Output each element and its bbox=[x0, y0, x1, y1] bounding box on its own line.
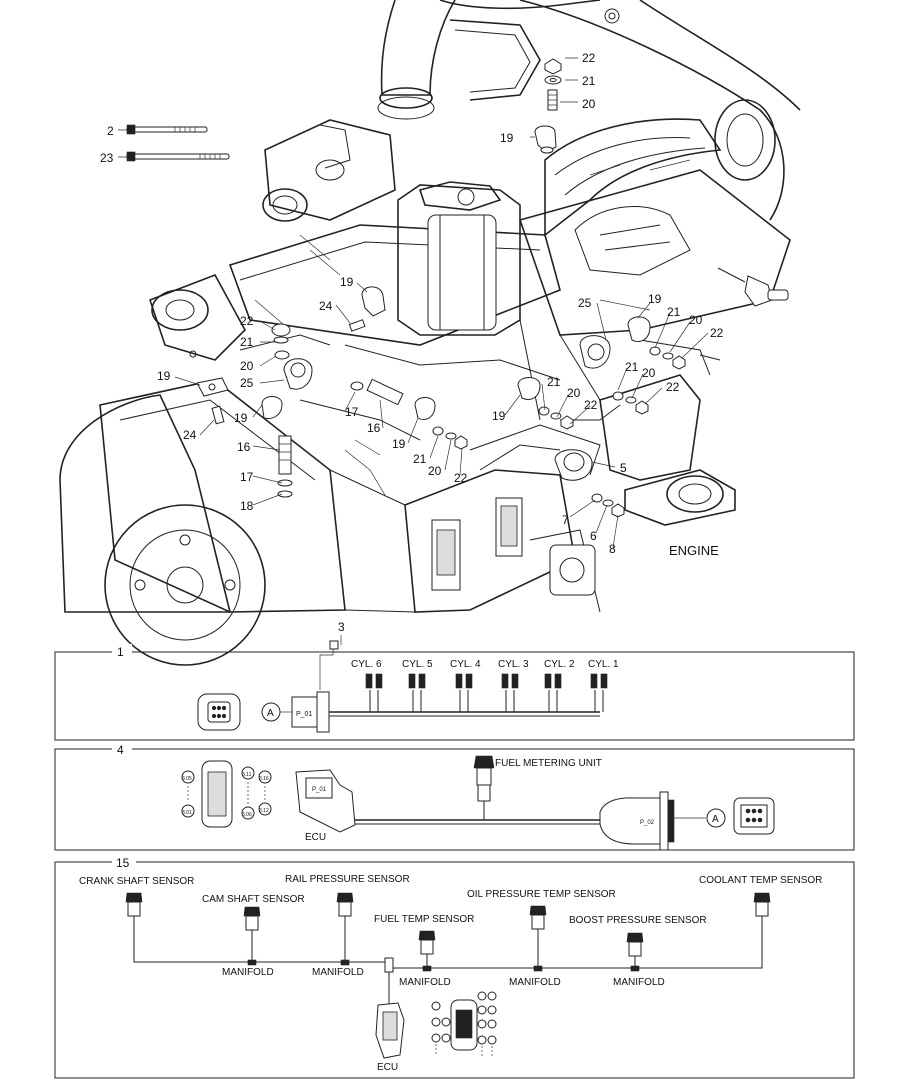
box-4-p02: P_02 bbox=[640, 820, 655, 826]
pinout-circles bbox=[431, 991, 497, 1056]
callout-20-f: 20 bbox=[642, 366, 656, 380]
callout-20-c: 20 bbox=[428, 464, 442, 478]
manifold-label-4: MANIFOLD bbox=[509, 977, 561, 988]
callout-21-b: 21 bbox=[240, 335, 254, 349]
callout-5: 5 bbox=[620, 461, 627, 475]
pin-3-12: 3.12 bbox=[259, 808, 269, 814]
engine-label: ENGINE bbox=[669, 543, 719, 558]
pin-3-06: 3.06 bbox=[242, 812, 252, 818]
box-1-cylinder-branches bbox=[365, 673, 608, 712]
callout-24-b: 24 bbox=[183, 428, 197, 442]
cyl-4-label: CYL. 4 bbox=[450, 659, 481, 670]
callout-22-b: 22 bbox=[240, 314, 254, 328]
callout-19-d: 19 bbox=[234, 411, 248, 425]
callout-6: 6 bbox=[590, 529, 597, 543]
callout-22-d: 22 bbox=[584, 398, 598, 412]
pin-3-16: 3.16 bbox=[259, 776, 269, 782]
cyl-1-label: CYL. 1 bbox=[588, 659, 619, 670]
callout-21-d: 21 bbox=[547, 375, 561, 389]
callout-17-b: 17 bbox=[345, 405, 359, 419]
callout-21-c: 21 bbox=[413, 452, 427, 466]
callout-22-f: 22 bbox=[666, 380, 680, 394]
cyl-6-label: CYL. 6 bbox=[351, 659, 382, 670]
box-15-ecu: ECU bbox=[377, 1062, 398, 1073]
callout-2: 2 bbox=[107, 124, 114, 138]
box-1-number: 1 bbox=[117, 645, 124, 659]
manifold-label-5: MANIFOLD bbox=[613, 977, 665, 988]
callout-25-b: 25 bbox=[578, 296, 592, 310]
callout-22-top: 22 bbox=[582, 51, 596, 65]
manifold-label-3: MANIFOLD bbox=[399, 977, 451, 988]
cyl-3-label: CYL. 3 bbox=[498, 659, 529, 670]
callout-20-b: 20 bbox=[240, 359, 254, 373]
fuel-temp-sensor-label: FUEL TEMP SENSOR bbox=[374, 914, 474, 925]
pin-3-11: 3.11 bbox=[242, 772, 252, 778]
cyl-2-label: CYL. 2 bbox=[544, 659, 575, 670]
callout-8: 8 bbox=[609, 542, 616, 556]
callout-20-top: 20 bbox=[582, 97, 596, 111]
manifold-label-2: MANIFOLD bbox=[312, 967, 364, 978]
callout-21-top: 21 bbox=[582, 74, 596, 88]
box-1-injector-harness: 1 3 A P_01 CYL. 6 bbox=[54, 620, 855, 741]
callout-19-f: 19 bbox=[492, 409, 506, 423]
callout-numbers: 2 23 22 21 20 19 19 24 22 21 20 25 19 19… bbox=[100, 51, 724, 558]
callout-22-e: 22 bbox=[710, 326, 724, 340]
box-4-connector-a: A bbox=[712, 814, 719, 825]
callout-19-c: 19 bbox=[157, 369, 171, 383]
callout-19-g: 19 bbox=[648, 292, 662, 306]
manifold-label-1: MANIFOLD bbox=[222, 967, 274, 978]
box-1-connector-a: A bbox=[267, 708, 274, 719]
callout-21-e: 21 bbox=[667, 305, 681, 319]
cam-shaft-sensor-label: CAM SHAFT SENSOR bbox=[202, 894, 305, 905]
box-4-number: 4 bbox=[117, 743, 124, 757]
rail-pressure-sensor-label: RAIL PRESSURE SENSOR bbox=[285, 874, 410, 885]
box-4-fuel-metering-harness: 4 3.05 3.01 3.11 3.16 3.06 3.12 P_01 ECU… bbox=[54, 741, 855, 851]
callout-3: 3 bbox=[338, 620, 345, 634]
callout-21-f: 21 bbox=[625, 360, 639, 374]
fuel-metering-unit-label: FUEL METERING UNIT bbox=[495, 758, 602, 769]
callout-19-b: 19 bbox=[340, 275, 354, 289]
pin-3-05: 3.05 bbox=[182, 776, 192, 782]
engine-illustration bbox=[59, 0, 801, 666]
callout-17-a: 17 bbox=[240, 470, 254, 484]
cyl-5-label: CYL. 5 bbox=[402, 659, 433, 670]
sensor-icons bbox=[125, 892, 771, 957]
pin-3-01: 3.01 bbox=[182, 810, 192, 816]
callout-19-e: 19 bbox=[392, 437, 406, 451]
box-1-p01: P_01 bbox=[296, 711, 312, 718]
callout-20-e: 20 bbox=[689, 313, 703, 327]
box-15-number: 15 bbox=[116, 856, 130, 870]
callout-18: 18 bbox=[240, 499, 254, 513]
crank-shaft-sensor-label: CRANK SHAFT SENSOR bbox=[79, 876, 194, 887]
callout-24-a: 24 bbox=[319, 299, 333, 313]
boost-pressure-sensor-label: BOOST PRESSURE SENSOR bbox=[569, 915, 707, 926]
box-15-sensor-harness: 15 ECU bbox=[54, 854, 855, 1079]
callout-16-a: 16 bbox=[237, 440, 251, 454]
hardware-parts bbox=[126, 58, 686, 518]
callout-16-b: 16 bbox=[367, 421, 381, 435]
callout-25-a: 25 bbox=[240, 376, 254, 390]
leader-lines bbox=[118, 57, 709, 549]
box-4-p01: P_01 bbox=[312, 787, 327, 793]
callout-23: 23 bbox=[100, 151, 114, 165]
coolant-temp-sensor-label: COOLANT TEMP SENSOR bbox=[699, 875, 822, 886]
callout-19-top: 19 bbox=[500, 131, 514, 145]
callout-7: 7 bbox=[562, 513, 569, 527]
box-4-ecu: ECU bbox=[305, 832, 326, 843]
callout-20-d: 20 bbox=[567, 386, 581, 400]
oil-pressure-temp-sensor-label: OIL PRESSURE TEMP SENSOR bbox=[467, 889, 616, 900]
callout-22-c: 22 bbox=[454, 471, 468, 485]
